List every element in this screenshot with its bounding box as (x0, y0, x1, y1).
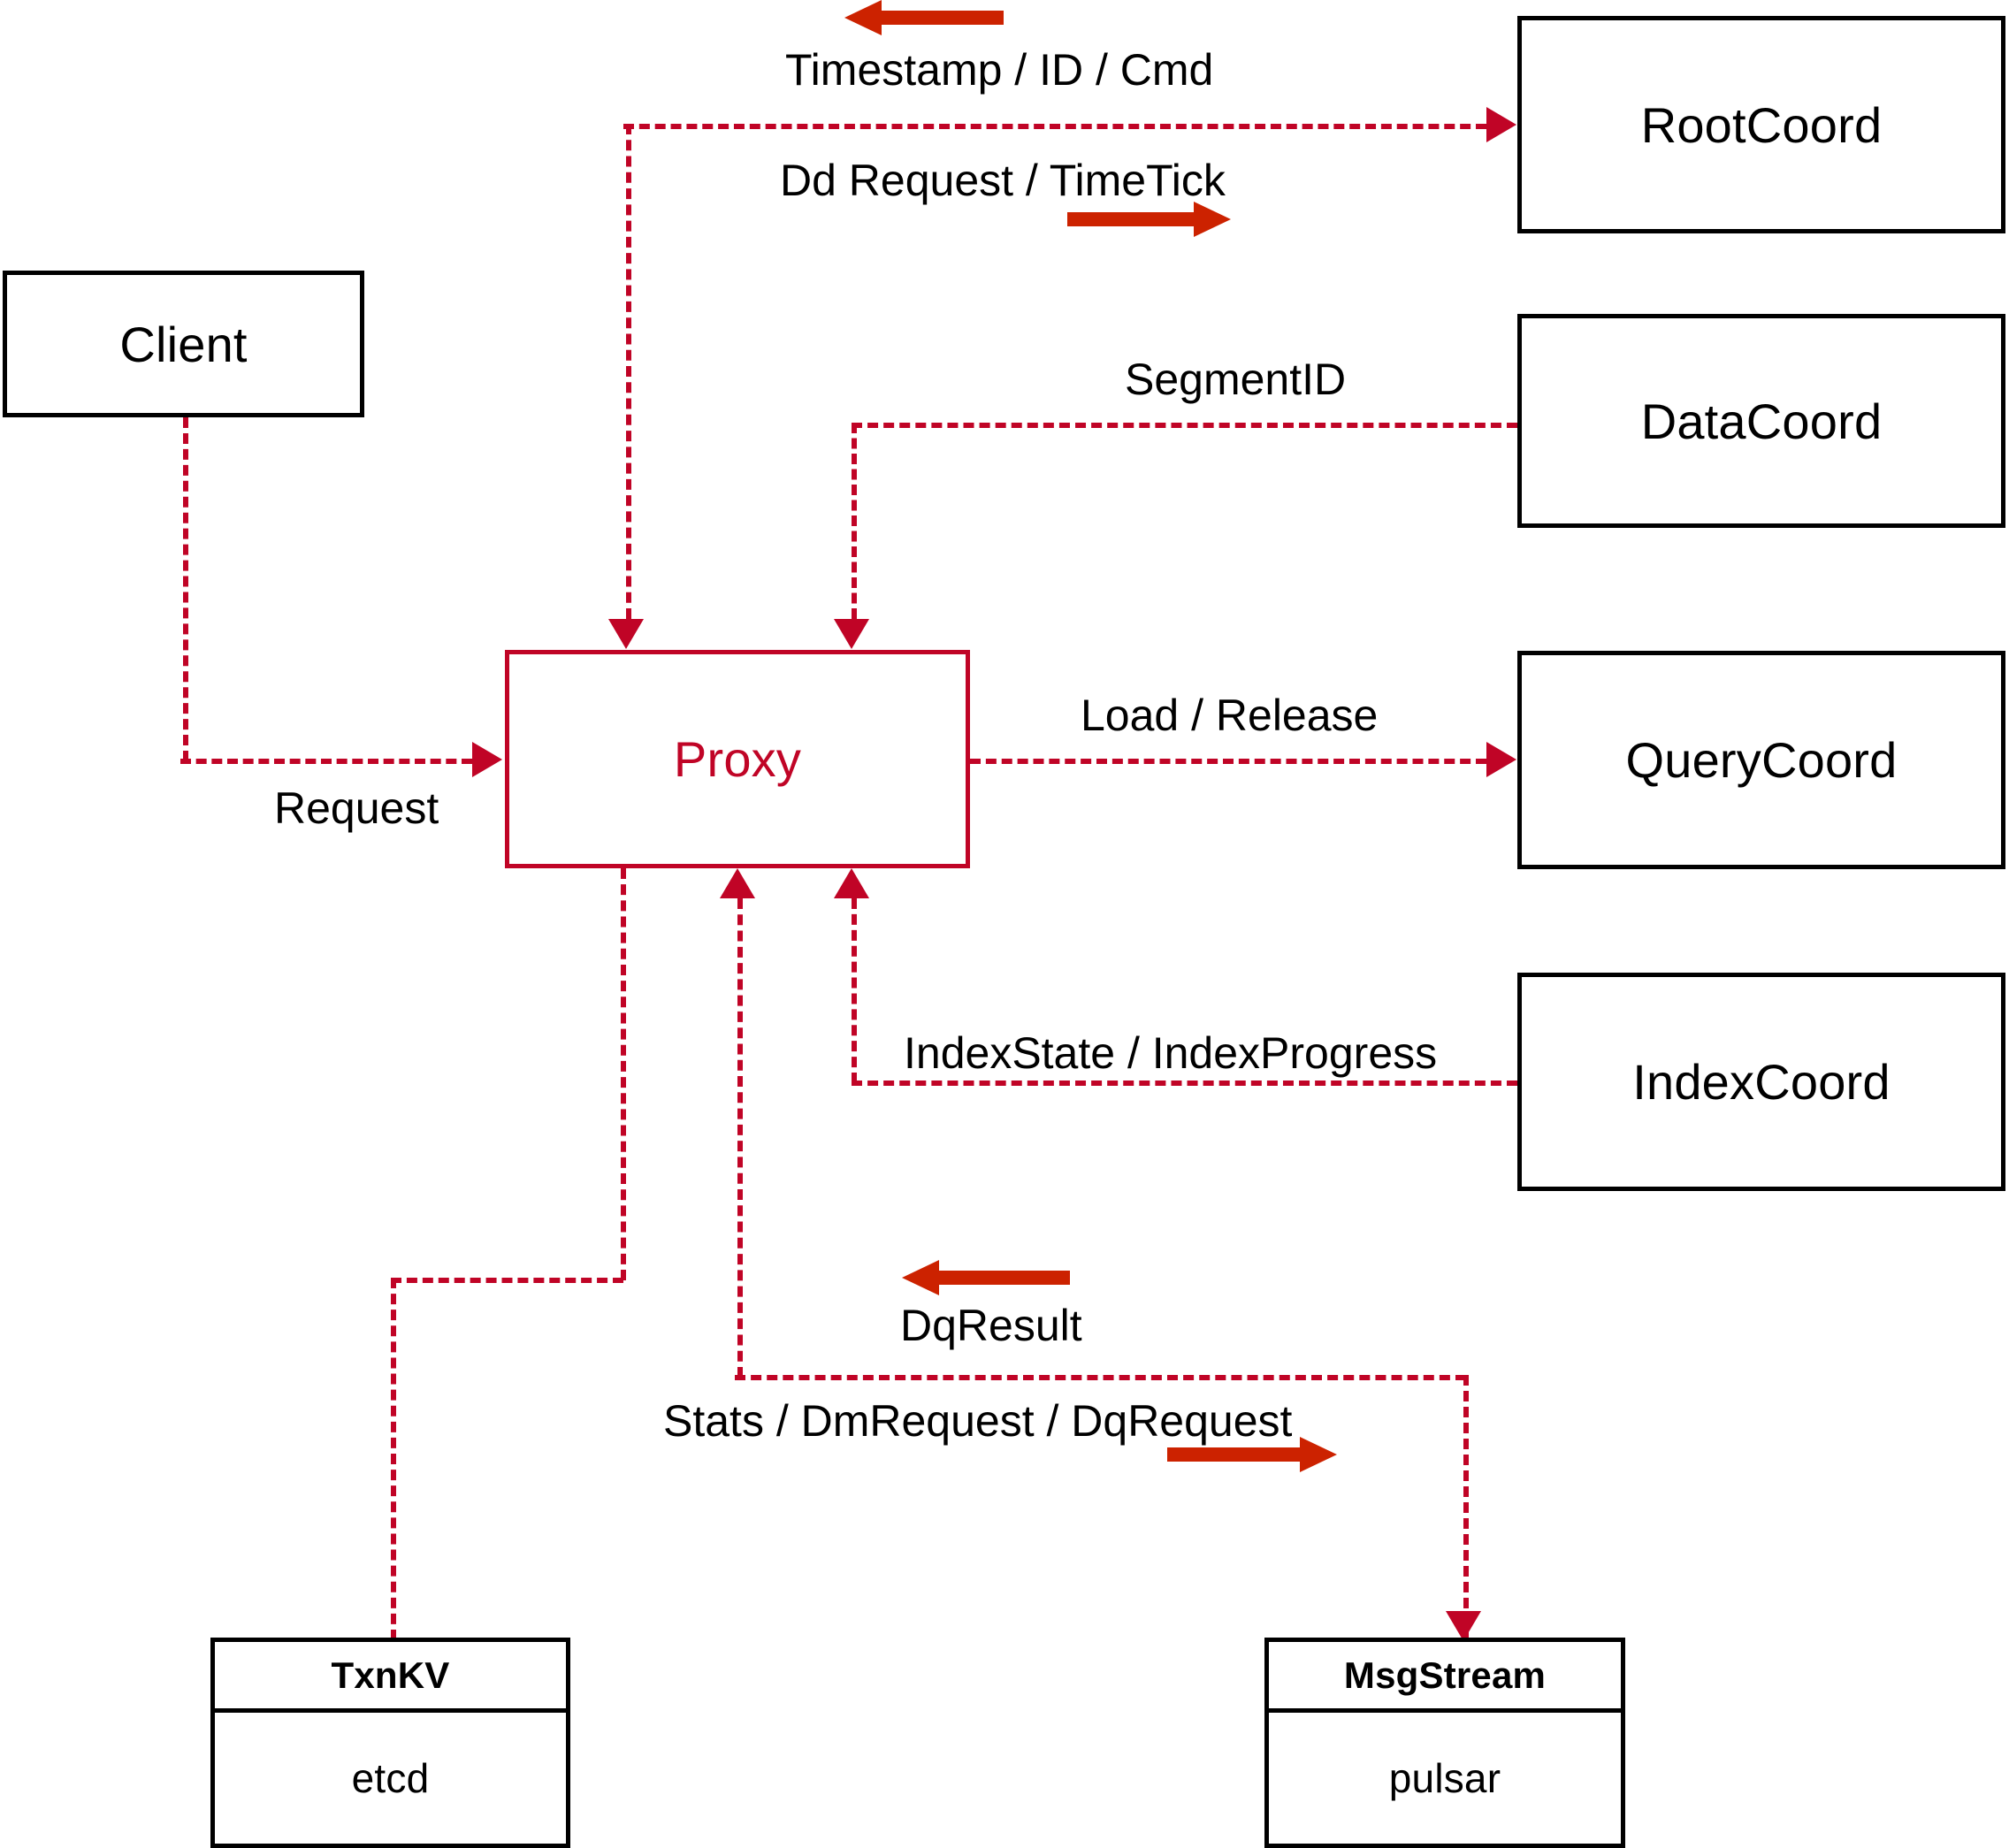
edge-client-proxy-vertical (183, 417, 188, 761)
node-indexcoord[interactable]: IndexCoord (1517, 973, 2005, 1191)
edge-proxy-txnkv-vertical-lower (391, 1278, 396, 1640)
arrowhead-datacoord-proxy (834, 619, 869, 649)
arrowhead-proxy-querycoord (1486, 742, 1516, 777)
edge-datacoord-proxy-horizontal (852, 423, 1517, 428)
direction-arrow-timestamp-id-cmd (844, 0, 1004, 35)
direction-arrow-stats-dmrequest-dqrequest (1167, 1437, 1337, 1472)
arrowhead-proxy-msgstream (1446, 1611, 1481, 1641)
edge-indexcoord-proxy-horizontal (852, 1081, 1517, 1086)
node-rootcoord[interactable]: RootCoord (1517, 16, 2005, 233)
edge-label-stats-dmrequest-dqrequest: Stats / DmRequest / DqRequest (663, 1396, 1293, 1446)
node-client[interactable]: Client (3, 271, 364, 417)
arrowhead-rootcoord-proxy-into-proxy (608, 619, 644, 649)
edge-proxy-rootcoord-horizontal (623, 124, 1486, 129)
edge-proxy-txnkv-vertical-upper (621, 868, 626, 1280)
direction-arrow-dd-request-timetick (1067, 202, 1231, 237)
arrowhead-indexcoord-proxy (834, 868, 869, 898)
arrowhead-proxy-rootcoord (1486, 107, 1516, 142)
node-datacoord[interactable]: DataCoord (1517, 314, 2005, 528)
edge-indexcoord-proxy-vertical (852, 898, 857, 1083)
node-txnkv[interactable]: TxnKV etcd (210, 1638, 570, 1848)
edge-proxy-txnkv-horizontal (391, 1278, 623, 1283)
node-client-label: Client (119, 316, 248, 372)
edge-client-proxy-horizontal (180, 759, 472, 764)
node-proxy[interactable]: Proxy (505, 650, 970, 868)
edge-label-segmentid: SegmentID (1125, 355, 1347, 404)
node-txnkv-title: TxnKV (215, 1642, 566, 1713)
direction-arrow-dqresult (902, 1260, 1070, 1295)
node-msgstream-impl: pulsar (1388, 1755, 1501, 1801)
arrowhead-msgstream-proxy (720, 868, 755, 898)
edge-label-request: Request (274, 783, 439, 833)
edge-proxy-msgstream-vertical (1463, 1375, 1469, 1640)
edge-label-dqresult: DqResult (900, 1301, 1082, 1350)
edge-msgstream-proxy-vertical (737, 898, 743, 1378)
edge-label-load-release: Load / Release (1081, 691, 1379, 740)
node-msgstream-title: MsgStream (1269, 1642, 1621, 1713)
node-msgstream[interactable]: MsgStream pulsar (1264, 1638, 1625, 1848)
arrowhead-client-proxy (472, 742, 502, 777)
node-querycoord[interactable]: QueryCoord (1517, 651, 2005, 869)
edge-proxy-msgstream-horizontal (735, 1375, 1466, 1380)
edge-datacoord-proxy-vertical (852, 423, 857, 619)
node-datacoord-label: DataCoord (1640, 393, 1883, 449)
edge-proxy-querycoord (970, 759, 1486, 764)
node-querycoord-label: QueryCoord (1625, 732, 1898, 788)
node-indexcoord-label: IndexCoord (1632, 1054, 1891, 1110)
node-proxy-label: Proxy (673, 731, 802, 787)
edge-proxy-rootcoord-vertical (626, 124, 631, 619)
edge-label-dd-request-timetick: Dd Request / TimeTick (780, 156, 1226, 205)
edge-label-timestamp-id-cmd: Timestamp / ID / Cmd (785, 45, 1214, 95)
node-rootcoord-label: RootCoord (1640, 96, 1883, 153)
edge-label-indexstate-indexprogress: IndexState / IndexProgress (904, 1028, 1438, 1078)
node-txnkv-impl: etcd (351, 1755, 430, 1801)
